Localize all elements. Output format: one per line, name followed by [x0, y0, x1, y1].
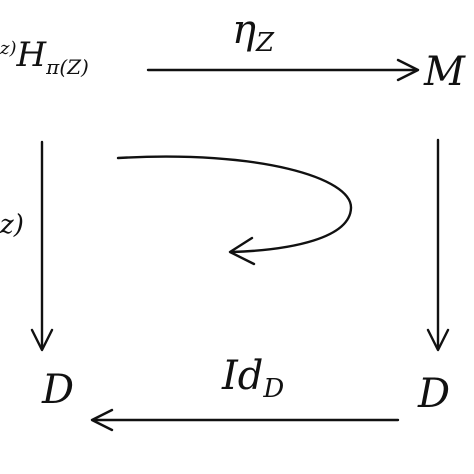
left-arrow-head — [30, 328, 54, 352]
top-arrow-label-sub: Z — [255, 28, 275, 58]
node-top-left-prefix: z) — [0, 38, 17, 59]
node-top-left-sub: π(Z) — [46, 55, 89, 79]
curved-arrow-head — [228, 236, 256, 266]
node-bottom-left: D — [42, 370, 74, 410]
top-arrow-label: ηZ — [232, 10, 274, 56]
node-top-left-main: H — [16, 35, 47, 75]
node-bottom-right-main: D — [418, 371, 451, 417]
left-arrow-label-text: z) — [0, 210, 24, 240]
node-top-right: M — [424, 52, 465, 92]
node-top-right-main: M — [424, 49, 465, 95]
bottom-arrow-label-sub: D — [263, 374, 285, 404]
node-top-left: z)Hπ(Z) — [0, 38, 89, 77]
curved-arrow — [116, 155, 353, 254]
bottom-arrow-label-main: Id — [222, 353, 264, 399]
bottom-arrow-label: IdD — [222, 356, 284, 402]
right-arrow-head — [426, 328, 450, 352]
top-arrow-label-main: η — [232, 7, 256, 53]
left-arrow-label: z) — [0, 212, 24, 238]
node-bottom-left-main: D — [42, 367, 75, 413]
top-arrow-head — [396, 58, 420, 82]
bottom-arrow-head — [90, 408, 114, 432]
node-bottom-right: D — [418, 374, 450, 414]
